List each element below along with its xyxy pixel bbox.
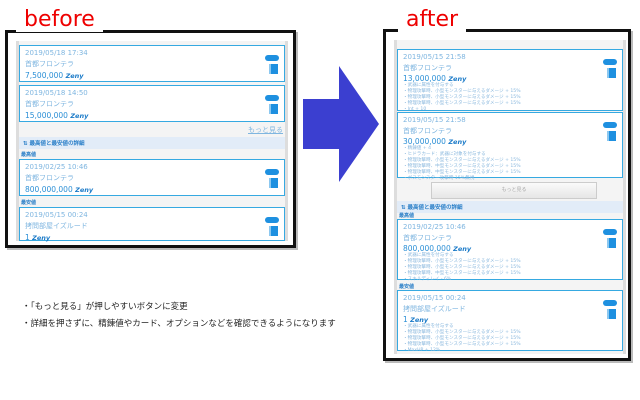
item: 首都フロンテラ — [403, 234, 452, 242]
option-line: ・精錬値 + 4 — [403, 146, 432, 151]
option-line: ・物理攻撃時、小型モンスターに与えるダメージ + 15% — [403, 330, 521, 335]
sort-icon: ⇅ — [401, 205, 408, 211]
book-icon[interactable] — [607, 309, 616, 319]
detail-button[interactable] — [265, 217, 279, 223]
option-line: ・物理攻撃時、小型モンスターに与えるダメージ + 15% — [403, 158, 521, 163]
detail-button[interactable] — [603, 122, 617, 128]
option-line: ・武器に属性を付与する — [403, 83, 454, 88]
history-card: 2019/05/15 21:58 首都フロンテラ 30,000,000 Zeny・精… — [397, 112, 623, 181]
item: 首都フロンテラ — [25, 174, 74, 182]
min-label: 最安値 — [399, 284, 415, 290]
date: 2019/05/18 17:34 — [25, 49, 88, 57]
option-line: ・MaxHP + 12% — [403, 348, 441, 353]
before-panel: 2019/05/18 17:34 首都フロンテラ 7,500,000 Zeny 20… — [16, 41, 288, 242]
option-line: ・物理攻撃時、小型モンスターに与えるダメージ + 15% — [403, 336, 521, 341]
book-icon[interactable] — [269, 64, 278, 74]
note-2: ・詳細を押さずに、精錬値やカード、オプションなどを確認できるようになります — [22, 319, 336, 329]
detail-button[interactable] — [265, 55, 279, 61]
option-line: ・物理攻撃時、小型モンスターに与えるダメージ + 15% — [403, 259, 521, 264]
option-line: ・スキルディレイ - 6% — [403, 277, 452, 282]
amount: 30,000,000 Zeny — [403, 137, 467, 146]
history-card: 2019/05/15 00:24 拷問部屋イズルード 1 Zeny — [19, 207, 285, 242]
max-label: 最高値 — [21, 152, 37, 158]
item: 首都フロンテラ — [403, 64, 452, 72]
item: 拷問部屋イズルード — [403, 305, 466, 313]
detail-button[interactable] — [265, 169, 279, 175]
book-icon[interactable] — [269, 178, 278, 188]
amount: 1 Zeny — [403, 315, 429, 324]
amount: 800,000,000 Zeny — [403, 244, 472, 253]
item: 首都フロンテラ — [403, 127, 452, 135]
option-line: ・武器に属性を付与する — [403, 324, 454, 329]
amount: 7,500,000 Zeny — [25, 71, 84, 80]
item: 首都フロンテラ — [25, 100, 74, 108]
more-link[interactable]: もっと見る — [248, 126, 283, 134]
detail-button[interactable] — [603, 229, 617, 235]
note-1: ・「もっと見る」が押しやすいボタンに変更 — [22, 302, 188, 312]
item: 首都フロンテラ — [25, 60, 74, 68]
section-header: ⇅ 最高値と最安値の詳細 — [397, 201, 623, 213]
amount: 13,000,000 Zeny — [403, 74, 467, 83]
arrow-icon — [303, 66, 379, 182]
more-button[interactable]: もっと見る — [431, 182, 597, 199]
history-card: 2019/05/18 14:50 首都フロンテラ 15,000,000 Zeny — [19, 85, 285, 122]
option-line: ・物理攻撃時、小型モンスターに与えるダメージ + 15% — [403, 95, 521, 100]
history-card: 2019/05/15 00:24 拷問部屋イズルード 1 Zeny・武器に属性を付与… — [397, 290, 623, 353]
amount: 800,000,000 Zeny — [25, 185, 94, 194]
book-icon[interactable] — [607, 238, 616, 248]
book-icon[interactable] — [269, 104, 278, 114]
date: 2019/05/15 00:24 — [25, 211, 88, 219]
amount: 15,000,000 Zeny — [25, 111, 89, 120]
before-frame: 2019/05/18 17:34 首都フロンテラ 7,500,000 Zeny 20… — [5, 30, 296, 248]
min-label: 最安値 — [21, 200, 37, 206]
option-line: ・物理攻撃時、小型モンスターに与えるダメージ + 15% — [403, 101, 521, 106]
detail-button[interactable] — [603, 59, 617, 65]
max-label: 最高値 — [399, 213, 415, 219]
detail-button[interactable] — [265, 95, 279, 101]
option-line: ・物理攻撃時、小型モンスターに与えるダメージ + 15% — [403, 342, 521, 347]
option-line: ・武器に属性を付与する — [403, 253, 454, 258]
book-icon[interactable] — [607, 131, 616, 141]
option-line: ・物理攻撃時、中型モンスターに与えるダメージ + 15% — [403, 170, 521, 175]
option-line: ・物理攻撃時、中型モンスターに与えるダメージ + 15% — [403, 271, 521, 276]
date: 2019/02/25 10:46 — [403, 223, 466, 231]
date: 2019/05/18 14:50 — [25, 89, 88, 97]
book-icon[interactable] — [269, 226, 278, 236]
before-label: before — [16, 8, 103, 32]
option-line: ・ヒドラカード：武器に対象を付与する — [403, 152, 486, 157]
history-card: 2019/05/18 17:34 首都フロンテラ 7,500,000 Zeny — [19, 45, 285, 82]
section-header: ⇅ 最高値と最安値の詳細 — [19, 137, 285, 149]
after-label: after — [398, 8, 467, 32]
detail-button[interactable] — [603, 300, 617, 306]
history-card: 2019/02/25 10:46 首都フロンテラ 800,000,000 Zeny — [19, 159, 285, 196]
date: 2019/05/15 00:24 — [403, 294, 466, 302]
book-icon[interactable] — [607, 68, 616, 78]
item: 拷問部屋イズルード — [25, 222, 88, 230]
history-card: 2019/05/15 21:58 首都フロンテラ 13,000,000 Zeny・武… — [397, 49, 623, 112]
date: 2019/05/15 21:58 — [403, 116, 466, 124]
date: 2019/05/15 21:58 — [403, 53, 466, 61]
sort-icon: ⇅ — [23, 141, 30, 147]
option-line: ・Int + 10 — [403, 107, 427, 112]
date: 2019/02/25 10:46 — [25, 163, 88, 171]
option-line: ・ボスモンスター攻撃時 15%無視 — [403, 176, 475, 181]
option-line: ・物理攻撃時、小型モンスターに与えるダメージ + 15% — [403, 89, 521, 94]
option-line: ・物理攻撃時、小型モンスターに与えるダメージ + 15% — [403, 265, 521, 270]
amount: 1 Zeny — [25, 233, 51, 242]
option-line: ・物理攻撃時、中型モンスターに与えるダメージ + 15% — [403, 164, 521, 169]
